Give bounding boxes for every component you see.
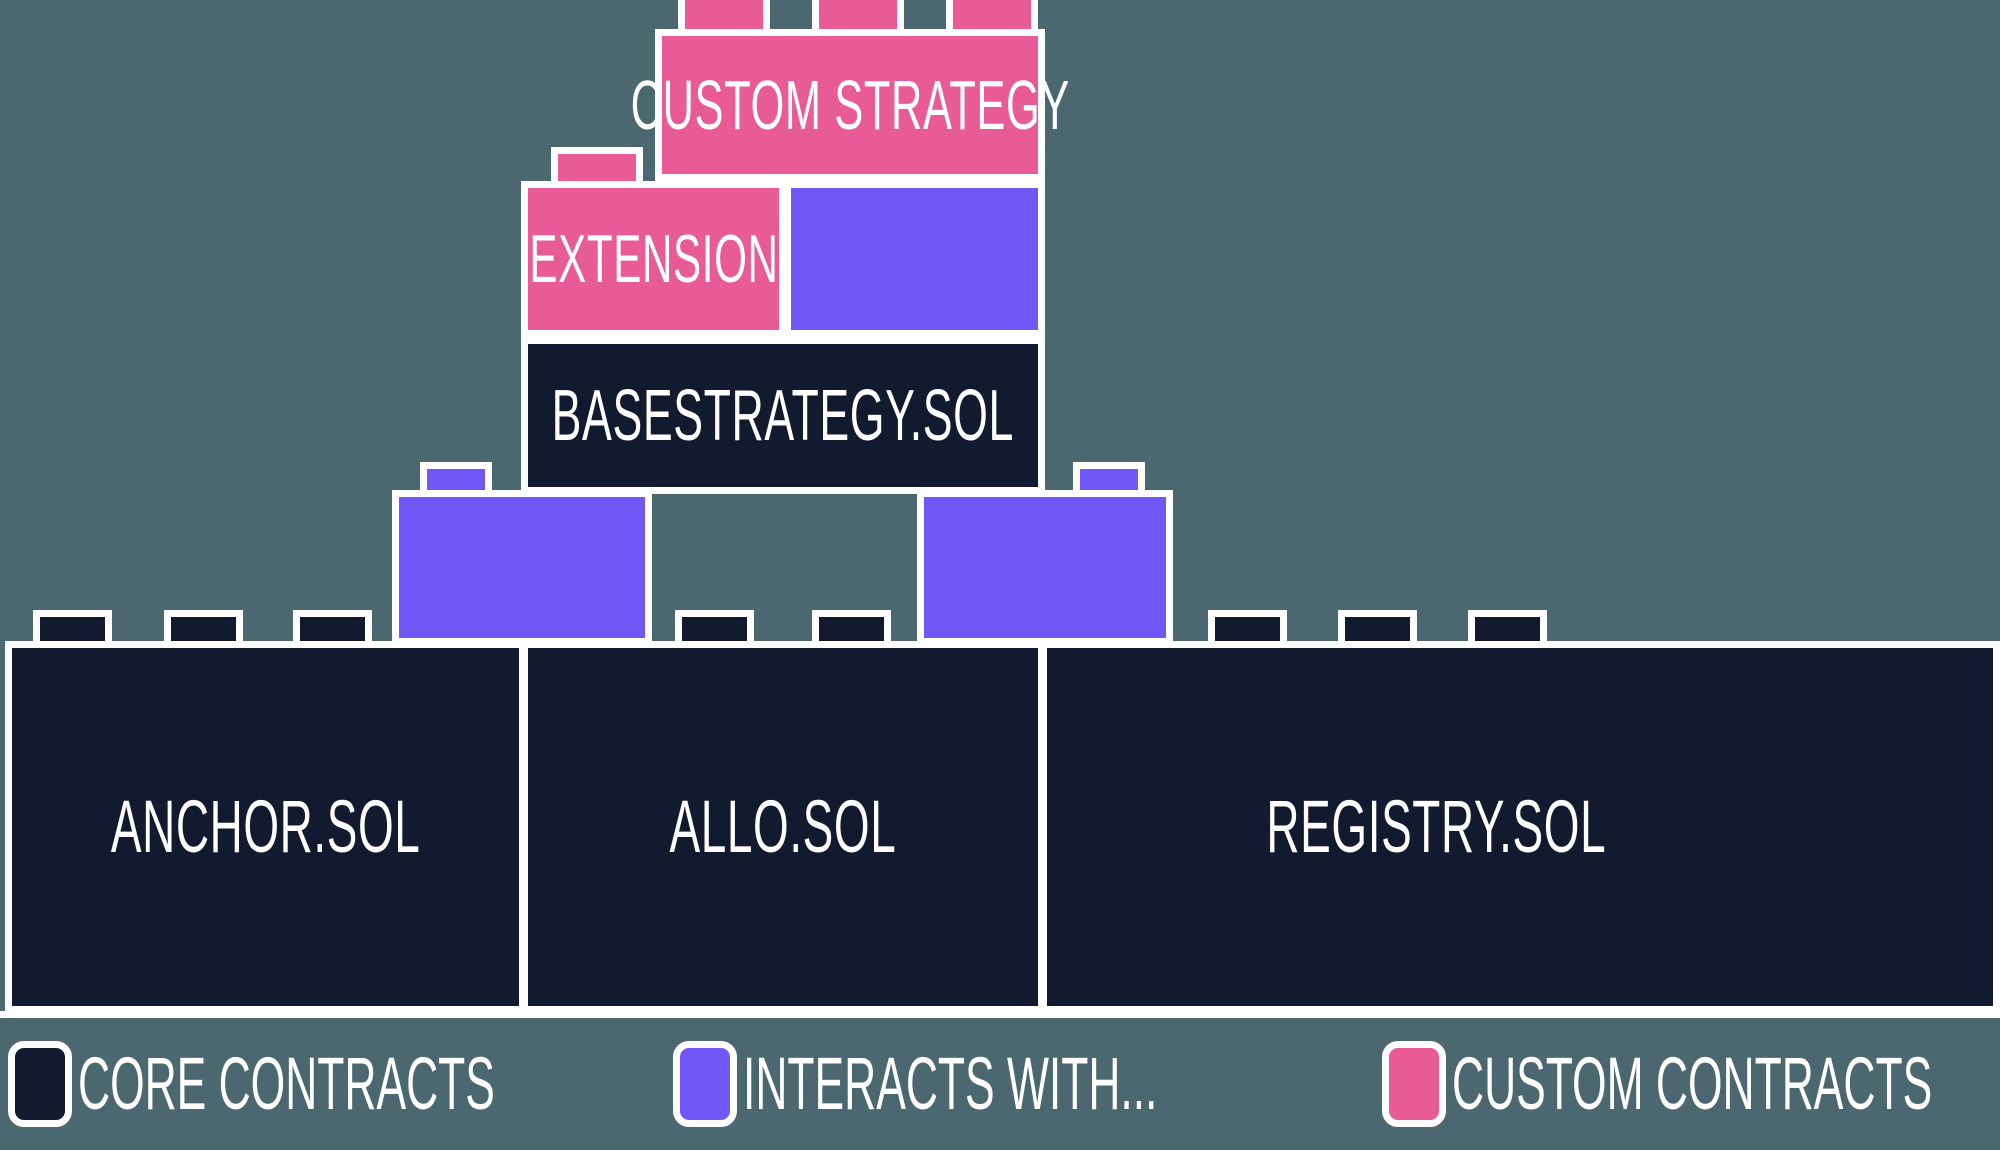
brick-registry-connector[interactable]	[917, 490, 1173, 645]
legend-item-custom-contracts[interactable]: CUSTOM CONTRACTS	[1382, 1018, 2000, 1150]
brick-basestrategy-label: BASESTRATEGY.SOL	[551, 375, 1015, 456]
legend: CORE CONTRACTS INTERACTS WITH... CUSTOM …	[0, 1018, 2000, 1150]
brick-extension-label: EXTENSION	[528, 221, 779, 297]
core-contracts-swatch	[8, 1041, 72, 1127]
custom-contracts-swatch	[1382, 1041, 1446, 1127]
legend-item-core-contracts[interactable]: CORE CONTRACTS	[8, 1018, 773, 1150]
legend-divider	[0, 1011, 2000, 1018]
brick-custom-strategy[interactable]: CUSTOM STRATEGY	[630, 29, 1069, 181]
legend-label-custom-contracts: CUSTOM CONTRACTS	[1452, 1042, 1933, 1125]
brick-anchor-connector[interactable]	[392, 490, 652, 645]
brick-anchor[interactable]: ANCHOR.SOL	[5, 641, 526, 1013]
brick-registry-label: REGISTRY.SOL	[1266, 785, 1607, 868]
legend-label-core-contracts: CORE CONTRACTS	[78, 1042, 495, 1125]
brick-allo[interactable]: ALLO.SOL	[521, 641, 1045, 1013]
brick-extension-slot[interactable]	[784, 181, 1045, 337]
legend-item-interacts-with[interactable]: INTERACTS WITH...	[673, 1018, 1434, 1150]
interacts-with-swatch	[673, 1041, 737, 1127]
brick-basestrategy[interactable]: BASESTRATEGY.SOL	[521, 337, 1045, 494]
brick-anchor-label: ANCHOR.SOL	[110, 785, 421, 868]
brick-allo-label: ALLO.SOL	[669, 785, 897, 868]
legend-label-interacts-with: INTERACTS WITH...	[743, 1042, 1158, 1125]
brick-custom-strategy-label: CUSTOM STRATEGY	[630, 66, 1070, 144]
brick-registry[interactable]: REGISTRY.SOL	[1040, 641, 2000, 1013]
brick-extension[interactable]: EXTENSION	[521, 181, 786, 337]
